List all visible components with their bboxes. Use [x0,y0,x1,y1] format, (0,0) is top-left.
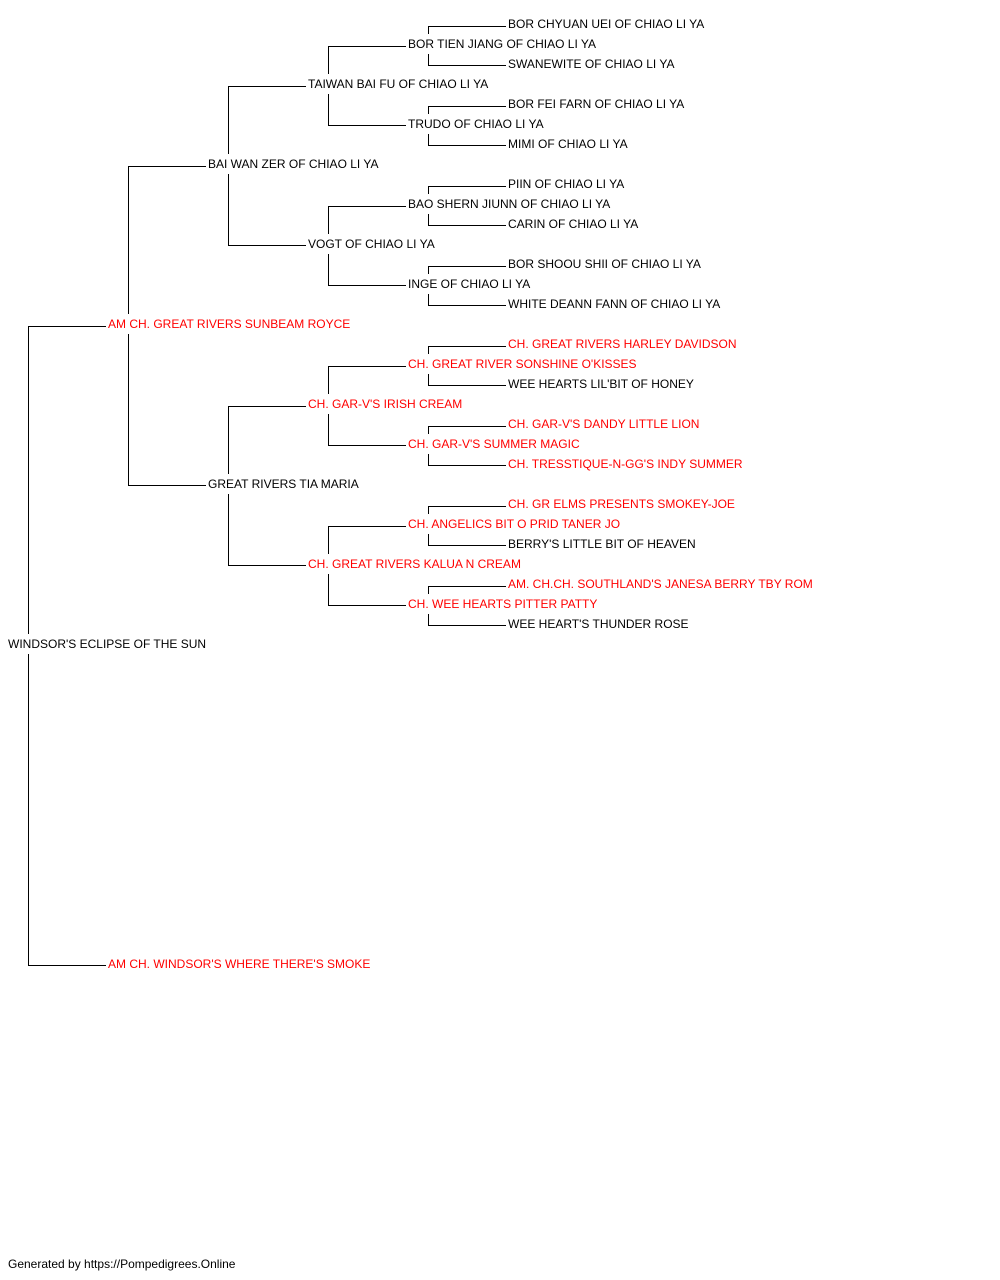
pedigree-sire-dam-dam-sire-sire[interactable]: CH. GR ELMS PRESENTS SMOKEY-JOE [508,497,735,511]
pedigree-sire-dam-sire-dam[interactable]: CH. GAR-V'S SUMMER MAGIC [408,437,580,451]
pedigree-sire-dam-dam-sire-dam[interactable]: BERRY'S LITTLE BIT OF HEAVEN [508,537,696,551]
pedigree-sire-dam-sire-dam-sire[interactable]: CH. GAR-V'S DANDY LITTLE LION [508,417,700,431]
pedigree-sire-sire-sire-sire[interactable]: BOR TIEN JIANG OF CHIAO LI YA [408,37,597,51]
pedigree-sire-sire-sire-sire-sire[interactable]: BOR CHYUAN UEI OF CHIAO LI YA [508,17,705,31]
pedigree-sire-dam-sire-dam-dam[interactable]: CH. TRESSTIQUE-N-GG'S INDY SUMMER [508,457,743,471]
pedigree-sire-sire[interactable]: BAI WAN ZER OF CHIAO LI YA [208,157,379,171]
pedigree-sire-dam-sire-sire-sire[interactable]: CH. GREAT RIVERS HARLEY DAVIDSON [508,337,737,351]
pedigree-sire-sire-dam-sire[interactable]: BAO SHERN JIUNN OF CHIAO LI YA [408,197,611,211]
pedigree-sire-sire-dam-dam-dam[interactable]: WHITE DEANN FANN OF CHIAO LI YA [508,297,721,311]
pedigree-sire-sire-sire-dam-sire[interactable]: BOR FEI FARN OF CHIAO LI YA [508,97,685,111]
pedigree-sire-sire-sire-sire-dam[interactable]: SWANEWITE OF CHIAO LI YA [508,57,675,71]
pedigree-dog[interactable]: WINDSOR'S ECLIPSE OF THE SUN [8,637,207,651]
pedigree-sire-sire-dam-sire-sire[interactable]: PIIN OF CHIAO LI YA [508,177,625,191]
pedigree-sire-dam-dam-dam-sire[interactable]: AM. CH.CH. SOUTHLAND'S JANESA BERRY TBY … [508,577,813,591]
pedigree-sire-dam-sire-sire-dam[interactable]: WEE HEARTS LIL'BIT OF HONEY [508,377,694,391]
pedigree-sire-dam-dam-sire[interactable]: CH. ANGELICS BIT O PRID TANER JO [408,517,621,531]
pedigree-sire[interactable]: AM CH. GREAT RIVERS SUNBEAM ROYCE [108,317,351,331]
pedigree-sire-dam-dam[interactable]: CH. GREAT RIVERS KALUA N CREAM [308,557,521,571]
footer-credit: Generated by https://Pompedigrees.Online [8,1257,236,1271]
pedigree-sire-sire-sire[interactable]: TAIWAN BAI FU OF CHIAO LI YA [308,77,489,91]
pedigree-sire-dam-dam-dam[interactable]: CH. WEE HEARTS PITTER PATTY [408,597,598,611]
pedigree-sire-dam-sire-sire[interactable]: CH. GREAT RIVER SONSHINE O'KISSES [408,357,637,371]
pedigree-sire-dam[interactable]: GREAT RIVERS TIA MARIA [208,477,359,491]
pedigree-sire-sire-dam-dam-sire[interactable]: BOR SHOOU SHII OF CHIAO LI YA [508,257,701,271]
pedigree-sire-sire-dam-sire-dam[interactable]: CARIN OF CHIAO LI YA [508,217,639,231]
pedigree-sire-dam-sire[interactable]: CH. GAR-V'S IRISH CREAM [308,397,463,411]
pedigree-sire-sire-dam-dam[interactable]: INGE OF CHIAO LI YA [408,277,531,291]
pedigree-sire-dam-dam-dam-dam[interactable]: WEE HEART'S THUNDER ROSE [508,617,689,631]
pedigree-sire-sire-sire-dam-dam[interactable]: MIMI OF CHIAO LI YA [508,137,628,151]
pedigree-sire-sire-sire-dam[interactable]: TRUDO OF CHIAO LI YA [408,117,544,131]
pedigree-sire-sire-dam[interactable]: VOGT OF CHIAO LI YA [308,237,435,251]
pedigree-dam[interactable]: AM CH. WINDSOR'S WHERE THERE'S SMOKE [108,957,371,971]
